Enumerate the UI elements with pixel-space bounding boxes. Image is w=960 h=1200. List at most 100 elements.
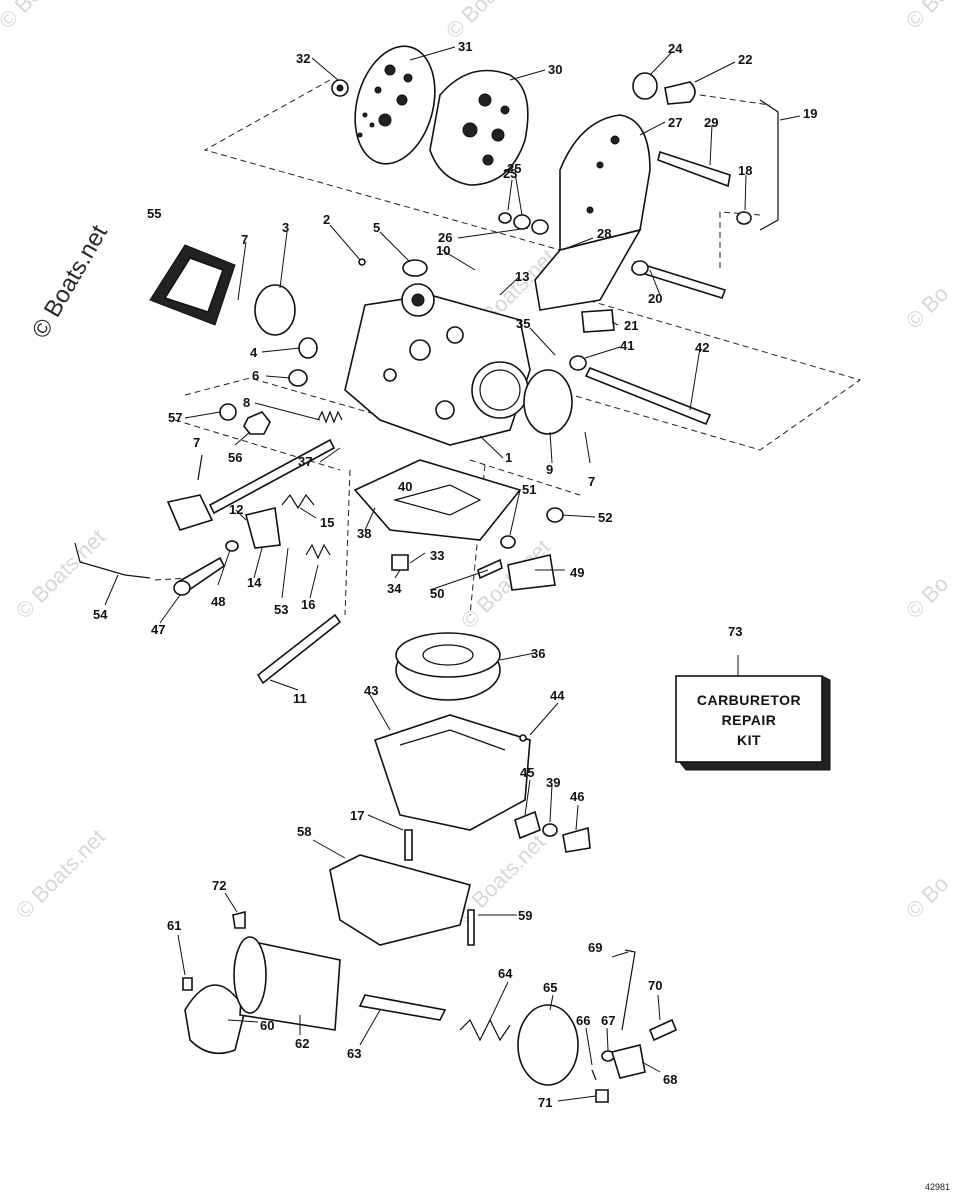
part-43-float-bowl xyxy=(373,714,531,831)
callout-label: 54 xyxy=(93,607,108,622)
callout-labels: 32 31 30 24 22 19 27 29 18 23 25 26 28 2… xyxy=(93,39,817,1110)
part-54-link xyxy=(74,542,151,579)
callout-label: 9 xyxy=(546,462,553,477)
part-71-screw xyxy=(595,1089,609,1103)
callout-label: 60 xyxy=(260,1018,274,1033)
callout-label: 51 xyxy=(522,482,536,497)
part-12-shaft xyxy=(166,438,336,531)
callout-label: 43 xyxy=(364,683,378,698)
watermark-side: © Boats.net xyxy=(27,220,113,343)
callout-label: 32 xyxy=(296,51,310,66)
callout-label: 31 xyxy=(458,39,472,54)
part-69-rod xyxy=(621,949,636,1031)
callout-label: 70 xyxy=(648,978,662,993)
callout-label: 48 xyxy=(211,594,225,609)
kit-line-3: KIT xyxy=(737,732,761,748)
callout-label: 30 xyxy=(548,62,562,77)
part-5-plug xyxy=(402,259,428,277)
part-2-ball xyxy=(358,258,366,266)
callout-label: 21 xyxy=(624,318,638,333)
part-63-plunger xyxy=(358,994,447,1021)
callout-label: 3 xyxy=(282,220,289,235)
callout-label: 15 xyxy=(320,515,334,530)
part-16-spring xyxy=(305,543,331,560)
part-47-screw xyxy=(173,556,226,596)
part-29-screw xyxy=(657,150,731,188)
part-59-screw xyxy=(467,909,475,946)
callout-label: 41 xyxy=(620,338,634,353)
part-55-gasket xyxy=(149,244,236,326)
watermark-right-4: © Bo xyxy=(901,871,953,923)
callout-label: 56 xyxy=(228,450,242,465)
callout-label: 13 xyxy=(515,269,529,284)
part-49-float-arm xyxy=(507,554,556,591)
part-38-gasket xyxy=(353,459,522,541)
watermark-center-3: © Boats.net xyxy=(451,829,550,928)
watermark-right-2: © Bo xyxy=(901,281,953,333)
part-6-nut xyxy=(288,369,308,387)
part-39-washer xyxy=(542,823,558,837)
part-48-washer xyxy=(225,540,239,552)
callout-label: 71 xyxy=(538,1095,552,1110)
kit-box-face xyxy=(675,675,823,763)
watermark-right-3: © Bo xyxy=(901,571,953,623)
callout-label: 29 xyxy=(704,115,718,130)
part-32-screw xyxy=(331,79,349,97)
callout-label: 68 xyxy=(663,1072,677,1087)
callout-label: 36 xyxy=(531,646,545,661)
figure-number: 42981 xyxy=(925,1182,950,1192)
part-46-screw xyxy=(562,826,591,853)
callout-label: 6 xyxy=(252,368,259,383)
callout-label: 33 xyxy=(430,548,444,563)
callout-label: 2 xyxy=(323,212,330,227)
part-19-rod xyxy=(759,99,779,231)
part-72-cap xyxy=(232,910,246,929)
part-44-plug xyxy=(519,734,527,742)
callout-label: 20 xyxy=(648,291,662,306)
part-61-screw xyxy=(182,977,193,991)
part-14-lever xyxy=(245,507,281,549)
part-22-link xyxy=(664,81,696,105)
part-11-shaft xyxy=(256,613,342,685)
watermark-left-3: © Boats.net xyxy=(11,824,110,923)
part-70-screw xyxy=(648,1018,678,1042)
callout-label: 11 xyxy=(293,691,307,706)
part-21-block xyxy=(581,309,615,333)
callout-label: 1 xyxy=(505,450,512,465)
callout-label: 67 xyxy=(601,1013,615,1028)
callout-label: 34 xyxy=(387,581,402,596)
part-56-nut xyxy=(243,411,271,435)
callout-label: 12 xyxy=(229,502,243,517)
callout-label: 64 xyxy=(498,966,513,981)
callout-label: 4 xyxy=(250,345,258,360)
part-24-bushing xyxy=(632,72,658,100)
callout-label: 50 xyxy=(430,586,444,601)
callout-label: 5 xyxy=(373,220,380,235)
callout-label: 45 xyxy=(520,765,534,780)
callout-label: 55 xyxy=(147,206,161,221)
part-15-spring xyxy=(281,493,315,510)
callout-label: 49 xyxy=(570,565,584,580)
part-62-solenoid xyxy=(233,936,341,1031)
callout-label: 44 xyxy=(550,688,565,703)
part-50-screw xyxy=(477,558,503,580)
callout-label: 10 xyxy=(436,243,450,258)
repair-kit-box: 73 CARBURETOR REPAIR KIT xyxy=(675,624,831,771)
callout-label: 69 xyxy=(588,940,602,955)
kit-line-2: REPAIR xyxy=(722,712,777,728)
part-9-plate xyxy=(523,369,573,435)
part-27-silencer-plate xyxy=(534,114,651,311)
part-4-plug xyxy=(298,337,318,359)
leader-lines xyxy=(104,46,801,1102)
part-3-disc xyxy=(254,284,296,336)
callout-label: 35 xyxy=(516,316,530,331)
callout-label: 47 xyxy=(151,622,165,637)
callout-label: 23 xyxy=(503,166,517,181)
callout-label: 22 xyxy=(738,52,752,67)
callout-label: 72 xyxy=(212,878,226,893)
part-17-screw xyxy=(404,829,413,861)
callout-label: 25 xyxy=(507,161,521,176)
part-18-screw xyxy=(736,211,752,225)
part-36-float xyxy=(395,632,501,701)
